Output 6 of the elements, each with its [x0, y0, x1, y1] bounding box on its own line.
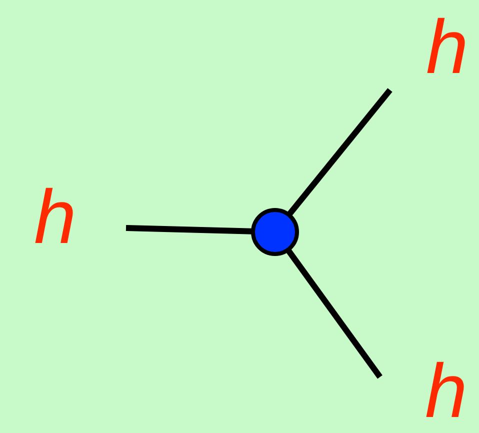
connector-line — [126, 225, 254, 234]
connector-line — [286, 88, 392, 217]
variable-label: h — [425, 354, 468, 430]
connector-line — [285, 248, 382, 379]
variable-label: h — [426, 10, 468, 86]
variable-label: h — [34, 180, 76, 256]
